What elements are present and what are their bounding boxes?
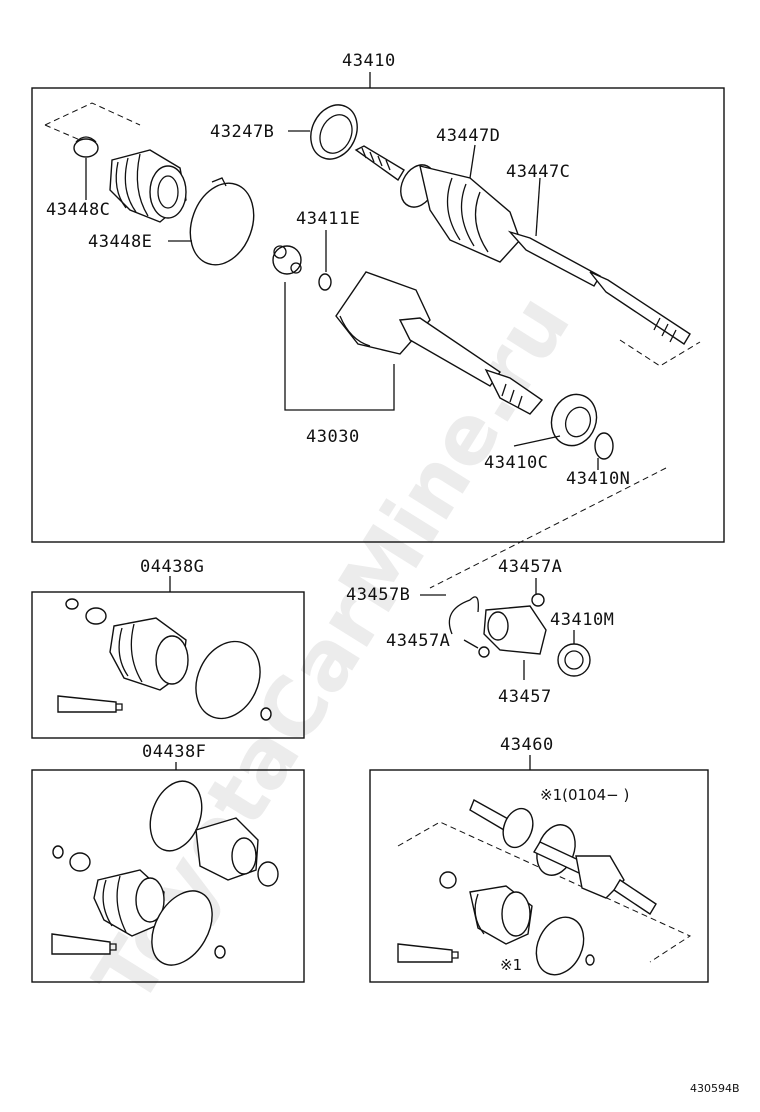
boot-kit-f-group: 04438F	[31, 742, 305, 983]
ring-43247b-drawing	[310, 104, 358, 160]
part-label-43411e[interactable]: 43411E	[296, 209, 360, 229]
inner-joint-drawing	[335, 271, 544, 415]
part-label-43247b[interactable]: 43247B	[210, 122, 274, 142]
group-label-04438f[interactable]: 04438F	[142, 742, 206, 762]
figure-code: 43059­4B	[690, 1082, 740, 1095]
part-label-43447d[interactable]: 43447D	[436, 126, 500, 146]
boot-kit-g-group: 04438G	[31, 557, 305, 739]
main-assembly-frame	[31, 87, 725, 543]
part-label-43457a-left[interactable]: 43457A	[386, 631, 450, 651]
group-label-04438g[interactable]: 04438G	[140, 557, 204, 577]
bearing-43410c-drawing	[550, 393, 598, 447]
hub-group: 43457A 43457B 43410M 43457A 43457	[346, 557, 614, 707]
part-label-43410m[interactable]: 43410M	[550, 610, 614, 630]
shaft-assembly-frame	[369, 769, 709, 983]
outer-shaft-drawing	[354, 145, 691, 345]
part-label-43448e[interactable]: 43448E	[88, 232, 152, 252]
tripod-drawing	[272, 245, 302, 275]
boot-kit-g-frame	[31, 591, 305, 739]
part-label-43457a-top[interactable]: 43457A	[498, 557, 562, 577]
boot-kit-f-frame	[31, 769, 305, 983]
clamp-43448c-drawing	[73, 136, 99, 158]
band-43448e-drawing	[189, 177, 255, 266]
clip-43411e-drawing	[318, 273, 332, 291]
part-label-43410n[interactable]: 43410N	[566, 469, 630, 489]
shaft-assembly-group: 43460 ※1(0104− ) ※1	[369, 735, 709, 983]
main-assembly-group: 43410 43448C 43448E	[31, 51, 725, 589]
part-label-43457[interactable]: 43457	[498, 687, 552, 707]
group-label-43410[interactable]: 43410	[342, 51, 396, 71]
part-label-43030[interactable]: 43030	[306, 427, 360, 447]
part-label-43457b[interactable]: 43457B	[346, 585, 410, 605]
snap-ring-43410n-drawing	[594, 432, 614, 460]
part-label-43410c[interactable]: 43410C	[484, 453, 548, 473]
production-note: ※1(0104− )	[540, 786, 629, 804]
part-label-43447c[interactable]: 43447C	[506, 162, 570, 182]
boot-drawing	[109, 149, 187, 223]
boot-mark-note: ※1	[500, 956, 522, 974]
part-label-43448c[interactable]: 43448C	[46, 200, 110, 220]
group-label-43460[interactable]: 43460	[500, 735, 554, 755]
